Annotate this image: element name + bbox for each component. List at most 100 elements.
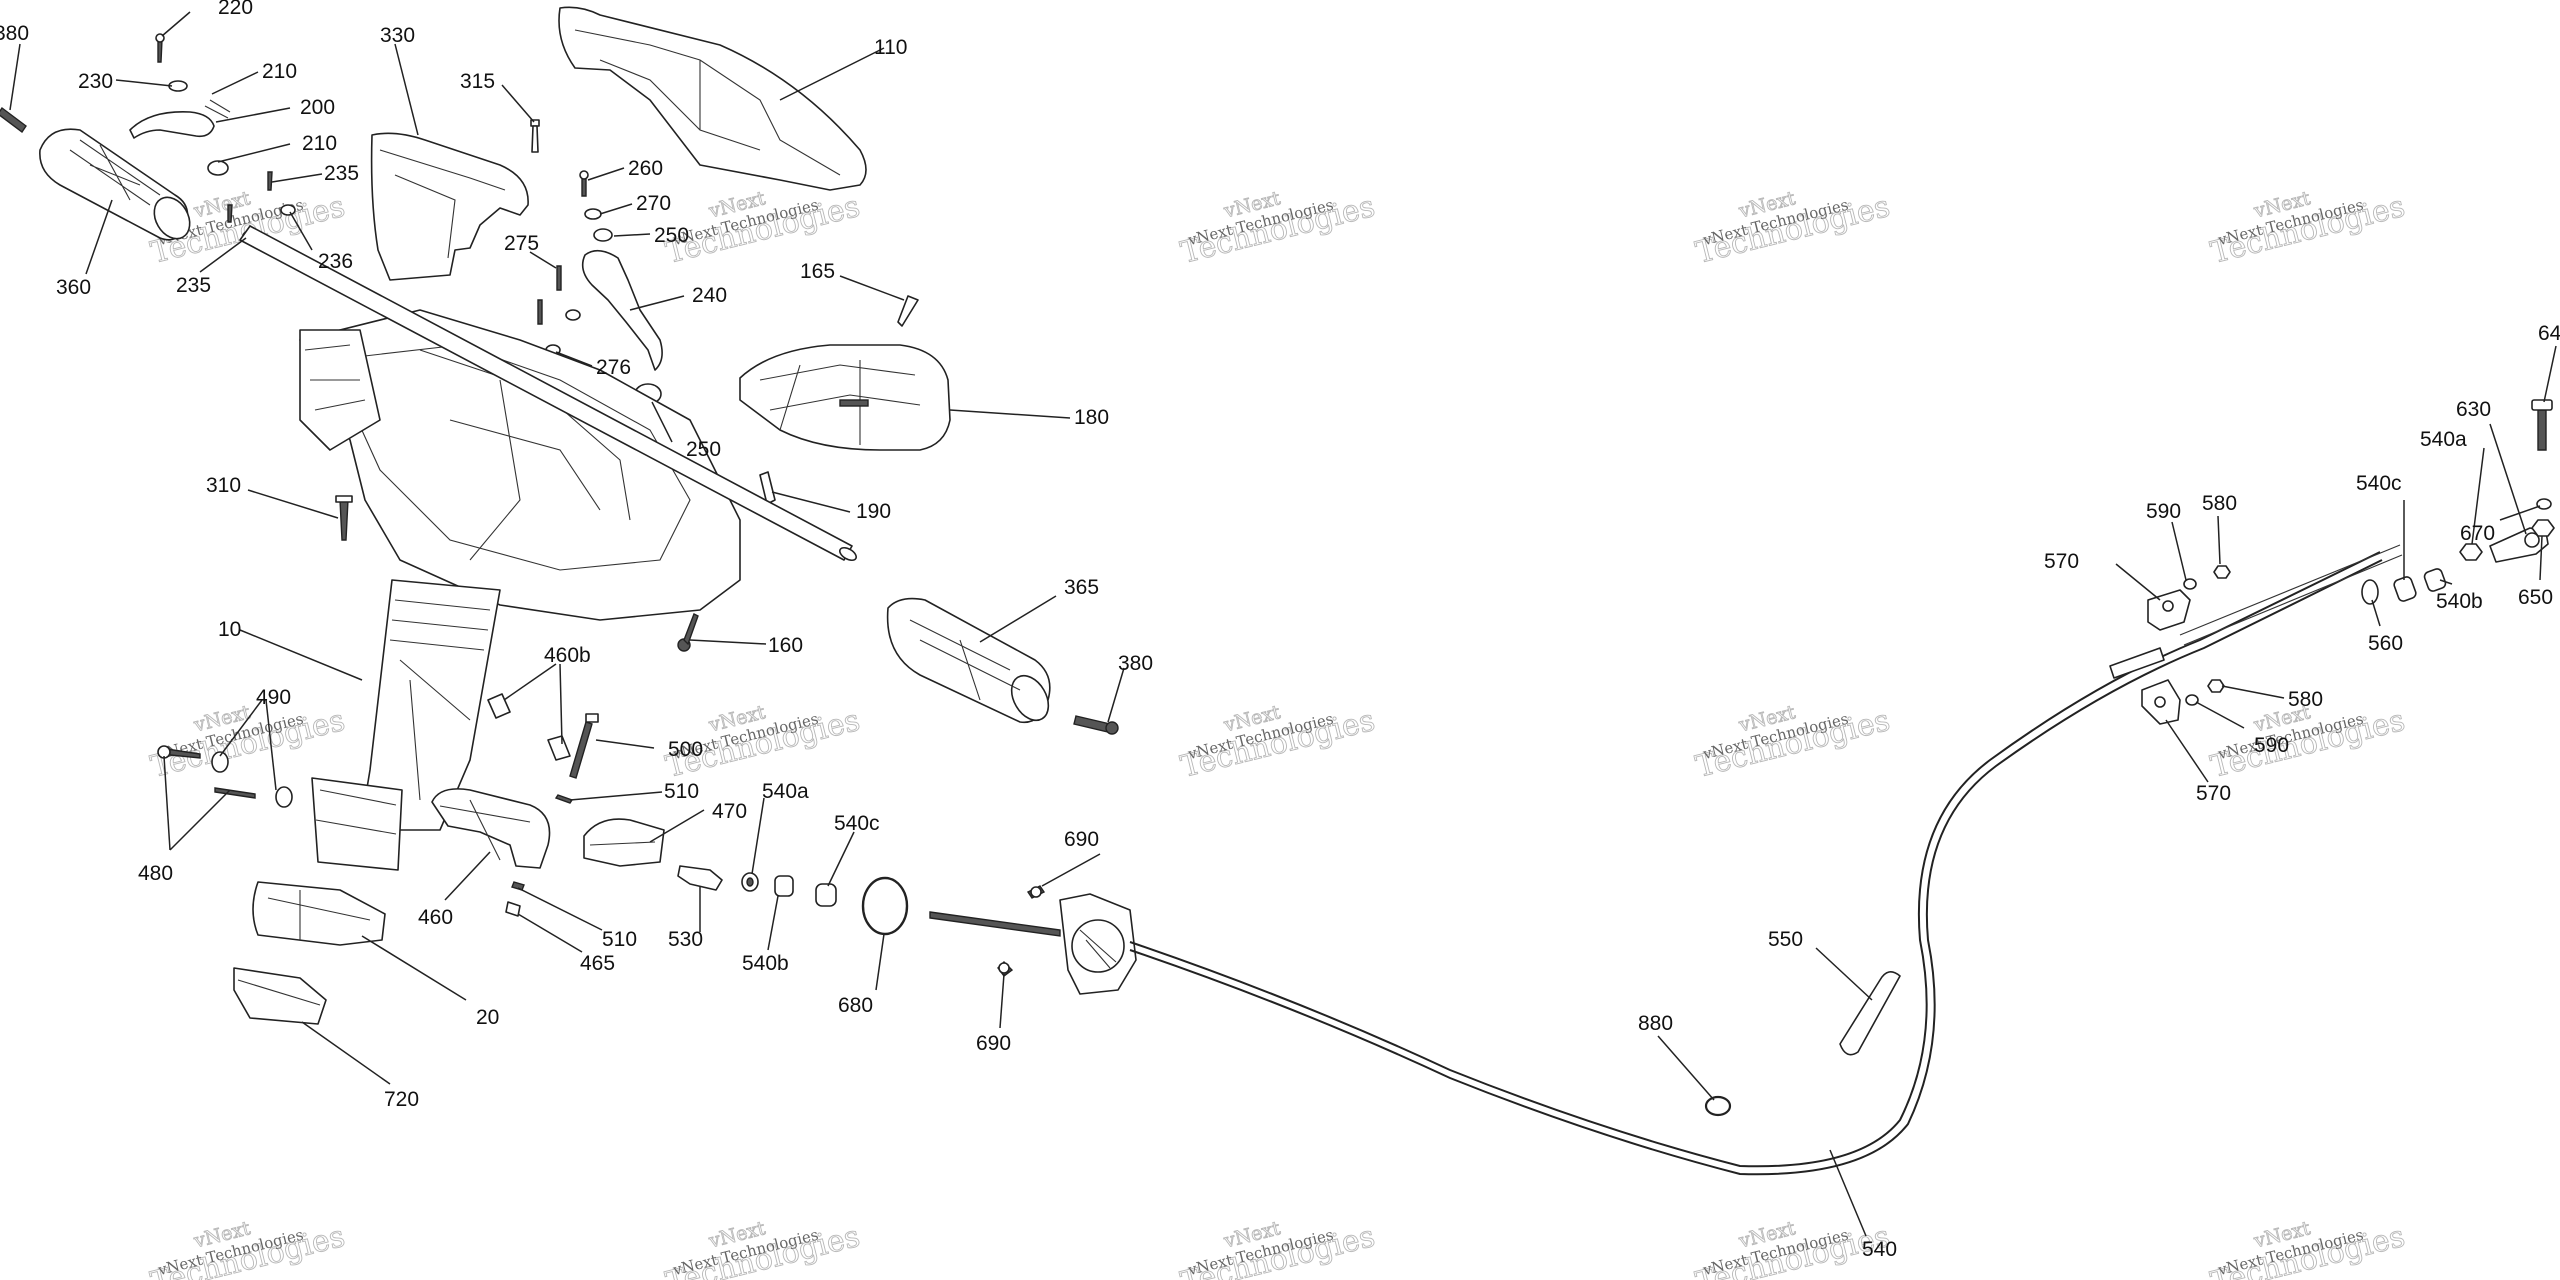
part-right-end-cluster <box>2361 399 2555 605</box>
part-240-lever <box>581 249 663 371</box>
callout-190: 190 <box>856 500 891 523</box>
callout-210a: 210 <box>262 60 297 83</box>
callout-630: 630 <box>2456 398 2491 421</box>
part-470-clamp-half <box>583 818 665 867</box>
callout-200: 200 <box>300 96 335 119</box>
callout-250b: 250 <box>686 438 721 461</box>
callout-540a-left: 540a <box>762 780 809 803</box>
callout-570a: 570 <box>2044 550 2079 573</box>
part-380-screw-right <box>1073 715 1119 735</box>
callout-10: 10 <box>218 618 241 641</box>
callout-510b: 510 <box>602 928 637 951</box>
part-720-ring <box>233 967 327 1025</box>
part-510-465-small <box>505 881 525 917</box>
callout-880: 880 <box>1638 1012 1673 1035</box>
callout-275: 275 <box>504 232 539 255</box>
callout-490: 490 <box>256 686 291 709</box>
part-490-480-hardware <box>157 745 293 808</box>
part-380-screw-left <box>0 106 27 134</box>
part-365-right-grip <box>886 597 1051 724</box>
part-550-tube <box>1839 971 1901 1056</box>
part-690-cable-end-fitting <box>929 885 1137 995</box>
callout-330: 330 <box>380 24 415 47</box>
callout-160: 160 <box>768 634 803 657</box>
part-165-screw <box>897 295 919 327</box>
callout-240: 240 <box>692 284 727 307</box>
part-360-left-grip <box>39 128 191 241</box>
part-275-276-screws <box>537 265 581 356</box>
callout-110: 110 <box>874 36 907 59</box>
callout-310: 310 <box>206 474 241 497</box>
part-530-clip <box>677 865 723 891</box>
part-570-bracket-top <box>2147 565 2231 631</box>
callout-720: 720 <box>384 1088 419 1111</box>
callout-235a: 235 <box>324 162 359 185</box>
callout-360: 360 <box>56 276 91 299</box>
callout-670: 670 <box>2460 522 2495 545</box>
part-180-hand-guard <box>739 344 951 451</box>
callout-235b: 235 <box>176 274 211 297</box>
part-260-270-250-fasteners <box>579 170 613 242</box>
callout-270: 270 <box>636 192 671 215</box>
callout-540a-right: 540a <box>2420 428 2467 451</box>
callout-220: 220 <box>218 0 253 19</box>
callout-580a: 580 <box>2202 492 2237 515</box>
callout-510a: 510 <box>664 780 699 803</box>
callout-540: 540 <box>1862 1238 1897 1261</box>
callout-530: 530 <box>668 928 703 951</box>
callout-690b: 690 <box>976 1032 1011 1055</box>
callout-690a: 690 <box>1064 828 1099 851</box>
callout-236: 236 <box>318 250 353 273</box>
callout-590a: 590 <box>2146 500 2181 523</box>
part-160-screw <box>677 613 699 652</box>
part-570-bracket-bottom <box>2141 679 2225 725</box>
callout-680: 680 <box>838 994 873 1017</box>
callout-210b: 210 <box>302 132 337 155</box>
callout-570b: 570 <box>2196 782 2231 805</box>
callout-540c-right: 540c <box>2356 472 2402 495</box>
callout-560: 560 <box>2368 632 2403 655</box>
callout-460: 460 <box>418 906 453 929</box>
callout-260: 260 <box>628 157 663 180</box>
callout-590b: 590 <box>2254 734 2289 757</box>
callout-550: 550 <box>1768 928 1803 951</box>
part-460-clamp <box>431 788 551 869</box>
part-330-cover <box>370 132 529 281</box>
part-540-cable <box>1129 544 2403 1176</box>
callout-650: 650 <box>2518 586 2553 609</box>
part-460b-clips <box>487 693 599 804</box>
callout-365: 365 <box>1064 576 1099 599</box>
callout-480: 480 <box>138 862 173 885</box>
callout-380a: 380 <box>0 22 29 45</box>
callout-276: 276 <box>596 356 631 379</box>
callout-540b-right: 540b <box>2436 590 2483 613</box>
part-310-screw <box>335 495 353 541</box>
callout-500: 500 <box>668 738 703 761</box>
part-20-housing <box>252 881 386 946</box>
callout-380b: 380 <box>1118 652 1153 675</box>
callout-470: 470 <box>712 800 747 823</box>
part-10-steering-body <box>299 309 741 831</box>
leader-lines <box>9 11 2557 1237</box>
callout-540c-left: 540c <box>834 812 880 835</box>
part-110-top-cover <box>558 6 867 191</box>
part-880-clamp <box>1704 1095 1732 1117</box>
callout-640: 640 <box>2538 322 2560 345</box>
callout-540b-left: 540b <box>742 952 789 975</box>
callout-460b: 460b <box>544 644 591 667</box>
part-540-bushings-left <box>741 872 909 936</box>
callout-315: 315 <box>460 70 495 93</box>
part-column-bottom <box>311 777 403 871</box>
